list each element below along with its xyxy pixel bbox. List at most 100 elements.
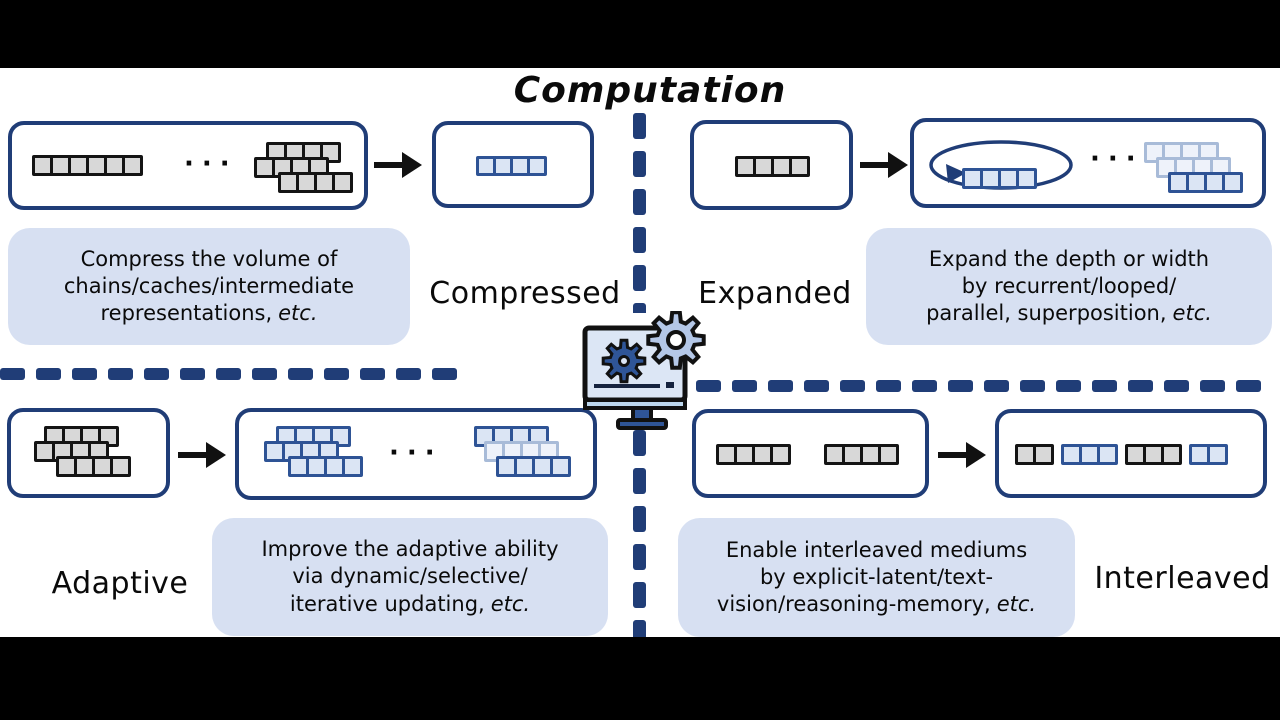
token-stack-row (278, 172, 353, 193)
expanded-output-box: ··· (910, 118, 1266, 208)
card-line: Compress the volume of (80, 246, 338, 271)
interleaved-input-box (692, 409, 929, 498)
compressed-input-box: ··· (8, 121, 368, 210)
card-line: chains/caches/intermediate (63, 273, 355, 298)
token-row (824, 444, 899, 465)
ellipsis: ··· (389, 438, 443, 468)
token-square (110, 456, 131, 477)
divider-dash (633, 506, 646, 532)
card-line: by explicit-latent/text- (759, 564, 994, 589)
divider-dash (633, 620, 646, 637)
looped-token-row (962, 168, 1037, 189)
token-stack-row (56, 456, 131, 477)
divider-dash (948, 380, 973, 392)
ellipsis: ··· (1090, 144, 1144, 174)
divider-dash (0, 368, 25, 380)
divider-dash (1020, 380, 1045, 392)
compressed-description-card: Compress the volume of chains/caches/int… (8, 228, 410, 345)
token-stack-row (1168, 172, 1243, 193)
divider-dash (144, 368, 169, 380)
adaptive-output-box: ··· (235, 408, 597, 500)
divider-dash (360, 368, 385, 380)
divider-dash (36, 368, 61, 380)
interleaved-token-sequence (1015, 444, 1228, 465)
divider-dash (633, 468, 646, 494)
divider-dash (633, 227, 646, 253)
divider-dash (72, 368, 97, 380)
compressed-token-row (476, 156, 547, 176)
interleaved-output-box (995, 409, 1267, 498)
token-square (122, 155, 143, 176)
divider-dash (696, 380, 721, 392)
token-square (1016, 168, 1037, 189)
vertical-divider-bottom (633, 430, 646, 637)
letterbox-top (0, 0, 1280, 68)
divider-dash (180, 368, 205, 380)
divider-dash (732, 380, 757, 392)
token-square (878, 444, 899, 465)
card-line: Expand the depth or width (928, 246, 1210, 271)
letterbox-bottom (0, 637, 1280, 720)
token-group-blue (1189, 444, 1228, 465)
token-square (342, 456, 363, 477)
divider-dash (1236, 380, 1261, 392)
arrow-right-icon (178, 442, 226, 468)
card-line: parallel, superposition,etc. (926, 301, 1212, 326)
horizontal-divider-right (696, 380, 1280, 392)
divider-dash (876, 380, 901, 392)
vertical-divider-top (633, 113, 646, 313)
divider-dash (633, 189, 646, 215)
divider-dash (804, 380, 829, 392)
token-row (716, 444, 791, 465)
expanded-description-card: Expand the depth or width by recurrent/l… (866, 228, 1272, 345)
divider-dash (1056, 380, 1081, 392)
divider-dash (633, 151, 646, 177)
token-square (550, 456, 571, 477)
token-square (1033, 444, 1054, 465)
token-stack-row (496, 456, 571, 477)
expanded-input-box (690, 120, 853, 210)
token-square (770, 444, 791, 465)
token-square (527, 156, 547, 176)
divider-dash (984, 380, 1009, 392)
divider-dash (840, 380, 865, 392)
expanded-label: Expanded (698, 276, 852, 311)
token-square (1222, 172, 1243, 193)
divider-dash (1128, 380, 1153, 392)
adaptive-description-card: Improve the adaptive ability via dynamic… (212, 518, 608, 636)
divider-dash (633, 303, 646, 313)
divider-dash (633, 430, 646, 456)
interleaved-label: Interleaved (1094, 561, 1271, 596)
divider-dash (1200, 380, 1225, 392)
card-line: Enable interleaved mediums (725, 537, 1028, 562)
interleaved-description-card: Enable interleaved mediums by explicit-l… (678, 518, 1075, 637)
token-square (1161, 444, 1182, 465)
computation-monitor-gears-icon (582, 311, 706, 430)
divider-dash (912, 380, 937, 392)
divider-dash (252, 368, 277, 380)
divider-dash (633, 544, 646, 570)
token-stack-row (288, 456, 363, 477)
card-line: iterative updating,etc. (289, 591, 531, 616)
arrow-right-icon (374, 152, 422, 178)
token-group-blue (1061, 444, 1118, 465)
divider-dash (633, 582, 646, 608)
horizontal-divider-left (0, 368, 474, 380)
divider-dash (768, 380, 793, 392)
card-line: via dynamic/selective/ (292, 564, 528, 589)
divider-dash (108, 368, 133, 380)
arrow-right-icon (860, 152, 908, 178)
card-line: representations,etc. (100, 301, 318, 326)
divider-dash (396, 368, 421, 380)
card-line: Improve the adaptive ability (261, 537, 559, 562)
token-square (789, 156, 810, 177)
divider-dash (633, 265, 646, 291)
divider-dash (633, 113, 646, 139)
token-group-gray (1015, 444, 1054, 465)
divider-dash (324, 368, 349, 380)
card-line: by recurrent/looped/ (961, 273, 1177, 298)
token-square (332, 172, 353, 193)
token-row (32, 155, 143, 176)
token-square (1207, 444, 1228, 465)
